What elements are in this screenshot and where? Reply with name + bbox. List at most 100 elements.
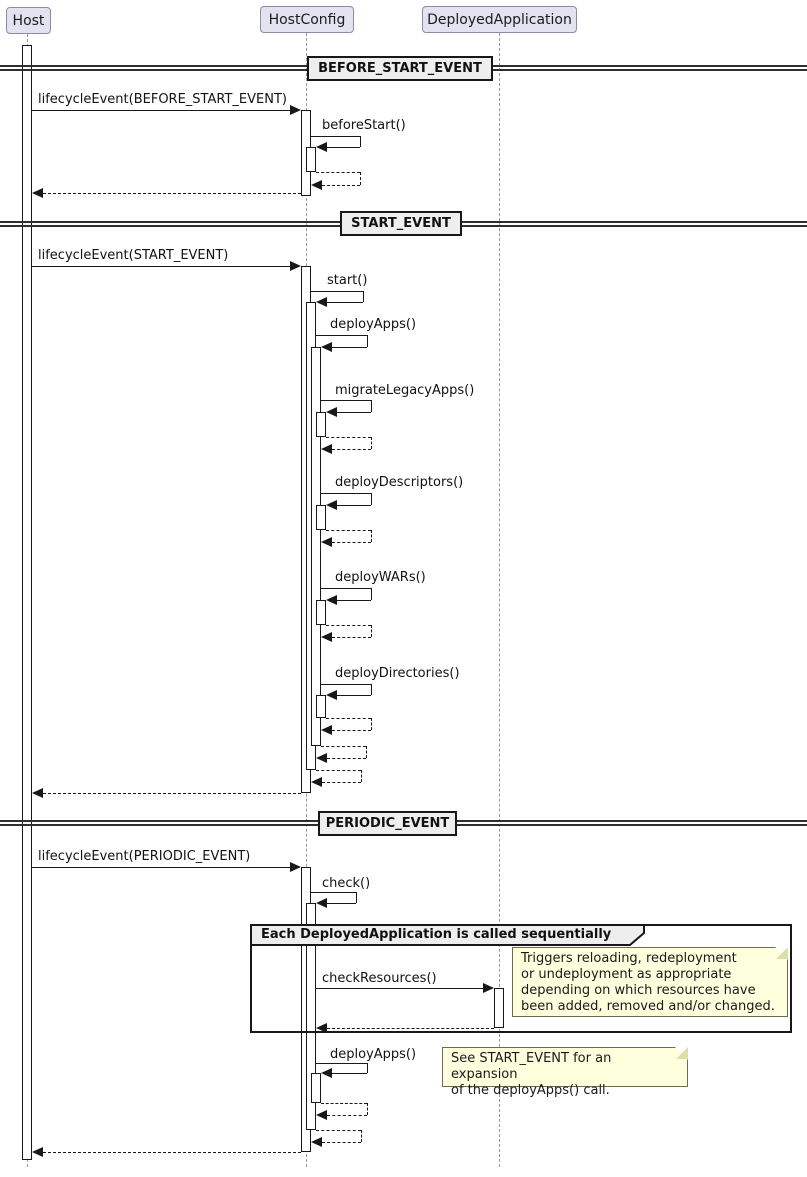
return-line bbox=[366, 746, 367, 758]
return-line bbox=[367, 1103, 368, 1115]
return-line bbox=[322, 782, 361, 783]
message-line bbox=[337, 695, 371, 696]
arrowhead bbox=[32, 188, 43, 198]
return-line bbox=[371, 625, 372, 637]
return-line bbox=[332, 730, 371, 731]
lifeline-deployedapplication bbox=[499, 33, 500, 1167]
arrowhead bbox=[321, 1068, 332, 1078]
arrowhead bbox=[321, 632, 332, 642]
arrowhead bbox=[316, 297, 327, 307]
return-line bbox=[371, 437, 372, 449]
message-line bbox=[337, 600, 371, 601]
return-line bbox=[326, 530, 371, 531]
return-line bbox=[361, 770, 362, 782]
arrowhead bbox=[326, 407, 337, 417]
arrowhead bbox=[311, 1137, 322, 1147]
message-line bbox=[32, 266, 290, 267]
arrowhead bbox=[316, 898, 327, 908]
message-line bbox=[367, 335, 368, 347]
arrowhead bbox=[32, 788, 43, 798]
return-line bbox=[360, 172, 361, 185]
message-line bbox=[311, 291, 363, 292]
activation-bar bbox=[306, 147, 316, 172]
arrowhead bbox=[290, 261, 301, 271]
message-line bbox=[316, 1063, 367, 1064]
message-line bbox=[321, 684, 371, 685]
return-line bbox=[327, 1028, 494, 1029]
message-line bbox=[371, 588, 372, 600]
message-label: checkResources() bbox=[322, 971, 437, 986]
return-line bbox=[332, 542, 371, 543]
message-line bbox=[363, 291, 364, 302]
message-label: deployApps() bbox=[330, 1047, 417, 1062]
note-line: Triggers reloading, redeployment bbox=[521, 951, 737, 966]
note-check-resources: Triggers reloading, redeployment or unde… bbox=[512, 947, 788, 1017]
arrowhead bbox=[321, 444, 332, 454]
message-label: deployApps() bbox=[330, 317, 417, 332]
group-header-pentagon bbox=[250, 924, 645, 946]
message-line bbox=[32, 867, 290, 868]
message-label: deployWARs() bbox=[335, 570, 426, 585]
activation-bar bbox=[311, 1073, 321, 1103]
message-line bbox=[356, 892, 357, 903]
activation-bar bbox=[311, 347, 321, 746]
return-line bbox=[43, 1152, 301, 1153]
message-line bbox=[371, 684, 372, 695]
message-line bbox=[371, 400, 372, 412]
return-line bbox=[371, 530, 372, 542]
return-line bbox=[43, 793, 301, 794]
message-label: lifecycleEvent(BEFORE_START_EVENT) bbox=[38, 92, 287, 107]
arrowhead bbox=[321, 342, 332, 352]
arrowhead bbox=[311, 180, 322, 190]
group-label: Each DeployedApplication is called seque… bbox=[261, 927, 612, 942]
return-line bbox=[321, 1103, 367, 1104]
arrowhead bbox=[32, 1147, 43, 1157]
message-line bbox=[371, 493, 372, 505]
return-line bbox=[316, 1130, 361, 1131]
message-label: migrateLegacyApps() bbox=[335, 383, 475, 398]
message-label: lifecycleEvent(START_EVENT) bbox=[38, 248, 229, 263]
divider-periodic-event: PERIODIC_EVENT bbox=[318, 811, 457, 836]
message-label: deployDescriptors() bbox=[335, 475, 464, 490]
return-line bbox=[326, 437, 371, 438]
message-line bbox=[337, 412, 371, 413]
arrowhead bbox=[290, 862, 301, 872]
return-line bbox=[361, 1130, 362, 1142]
message-line bbox=[321, 493, 371, 494]
message-line bbox=[316, 335, 367, 336]
arrowhead bbox=[311, 777, 322, 787]
message-label: check() bbox=[322, 876, 371, 891]
message-label: lifecycleEvent(PERIODIC_EVENT) bbox=[38, 849, 251, 864]
note-fold-icon bbox=[676, 1047, 688, 1059]
return-line bbox=[332, 637, 371, 638]
message-label: beforeStart() bbox=[322, 118, 406, 133]
participant-deployedapplication: DeployedApplication bbox=[422, 6, 577, 33]
message-line bbox=[327, 903, 356, 904]
return-line bbox=[43, 193, 301, 194]
note-line: been added, removed and/or changed. bbox=[521, 999, 775, 1014]
arrowhead bbox=[316, 753, 327, 763]
message-line bbox=[360, 136, 361, 147]
note-deployapps: See START_EVENT for an expansion of the … bbox=[442, 1047, 688, 1098]
activation-bar bbox=[316, 412, 326, 437]
return-line bbox=[316, 770, 361, 771]
activation-bar bbox=[306, 903, 316, 1130]
arrowhead bbox=[326, 500, 337, 510]
arrowhead bbox=[321, 725, 332, 735]
activation-bar bbox=[316, 505, 326, 530]
note-line: of the deployApps() call. bbox=[451, 1083, 610, 1098]
note-line: depending on which resources have bbox=[521, 983, 756, 998]
message-line bbox=[337, 505, 371, 506]
return-line bbox=[332, 449, 371, 450]
return-line bbox=[326, 625, 371, 626]
message-line bbox=[327, 147, 360, 148]
message-line bbox=[311, 892, 356, 893]
message-line bbox=[316, 988, 483, 989]
message-line bbox=[332, 1073, 367, 1074]
message-line bbox=[321, 400, 371, 401]
message-label: deployDirectories() bbox=[335, 666, 460, 681]
note-fold-icon bbox=[776, 947, 788, 959]
arrowhead bbox=[316, 142, 327, 152]
activation-host bbox=[22, 45, 32, 1160]
